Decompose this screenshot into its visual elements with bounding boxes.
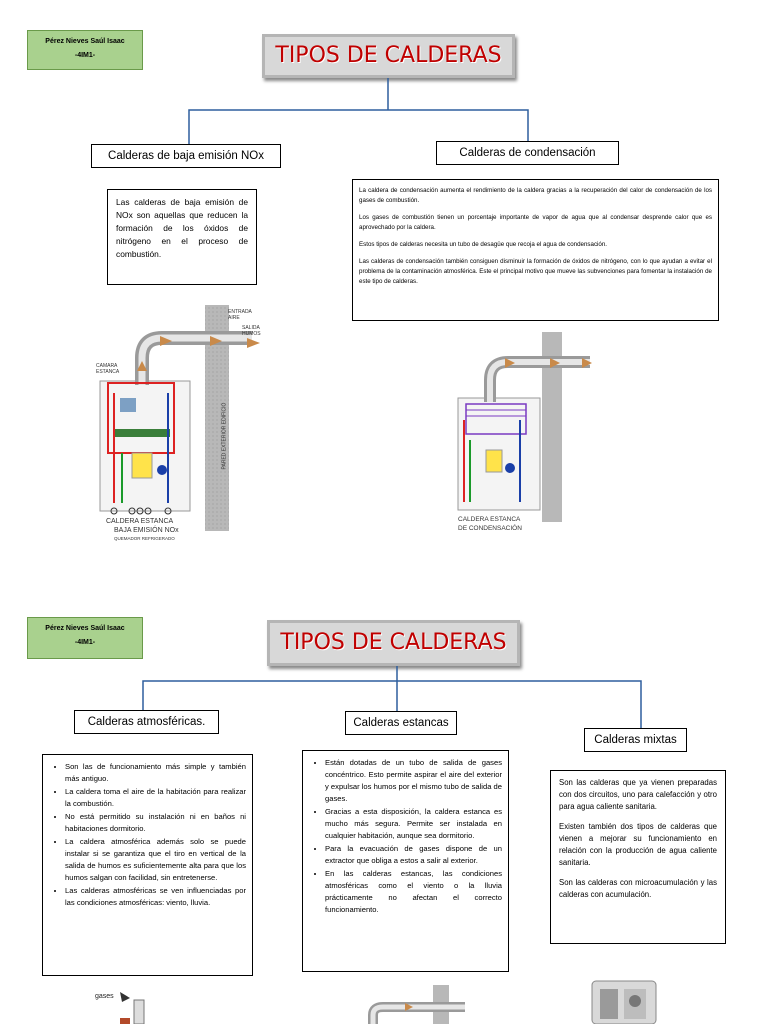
est-item-4: En las calderas estancas, las condicione… [325,868,502,916]
est-item-3: Para la evacuación de gases dispone de u… [325,843,502,867]
mix-p3: Son las calderas con microacumulación y … [559,878,717,899]
diagram-condensacion: CALDERA ESTANCA DE CONDENSACIÓN [440,330,600,540]
author-box-2: Pérez Nieves Saúl Isaac -4IM1- [27,617,143,659]
cond-p4: Las calderas de condensación también con… [359,258,712,285]
text-estancas: Están dotadas de un tubo de salida de ga… [302,750,509,972]
page-title-2: TIPOS DE CALDERAS [267,620,520,666]
text-atmosfericas: Son las de funcionamiento más simple y t… [42,754,253,976]
label-camara-estanca-1: CAMARA ESTANCA [96,363,120,375]
caption-left-3: QUEMADOR REFRIGERADO [114,536,175,541]
caption-right-2: DE CONDENSACIÓN [458,525,522,532]
author-group-2: -4IM1- [74,639,96,646]
text-baja-emision: Las calderas de baja emisión de NOx son … [107,189,257,285]
diagram-mixta-partial [582,975,667,1024]
atm-item-1: Son las de funcionamiento más simple y t… [65,761,246,785]
atm-item-2: La caldera toma el aire de la habitación… [65,786,246,810]
mix-p1: Son las calderas que ya vienen preparada… [559,778,717,811]
label-mixtas: Calderas mixtas [584,728,687,752]
cond-p1: La caldera de condensación aumenta el re… [359,187,712,204]
cond-p3: Estos tipos de calderas necesita un tubo… [359,241,608,248]
caption-left-2: BAJA EMISIÓN NOx [114,527,179,534]
text-mixtas: Son las calderas que ya vienen preparada… [550,770,726,944]
caption-left-1: CALDERA ESTANCA [106,518,174,525]
diagram-estanca-partial [345,985,475,1024]
label-gases: gases [95,993,114,1000]
author-group: -4IM1- [74,52,96,59]
author-box: Pérez Nieves Saúl Isaac -4IM1- [27,30,143,70]
diagram-atmosferica-partial: gases [90,988,170,1024]
label-atmosfericas: Calderas atmosféricas. [74,710,219,734]
atm-item-3: No está permitido su instalación ni en b… [65,811,246,835]
atm-item-5: Las calderas atmosféricas se ven influen… [65,885,246,909]
author-name-2: Pérez Nieves Saúl Isaac [45,625,125,632]
label-estancas: Calderas estancas [345,711,457,735]
author-name: Pérez Nieves Saúl Isaac [45,38,125,45]
label-salida-humos-1: SALIDA HUMOS [242,325,261,337]
est-item-1: Están dotadas de un tubo de salida de ga… [325,757,502,805]
label-baja-emision: Calderas de baja emisión NOx [91,144,281,168]
cond-p2: Los gases de combustión tienen un porcen… [359,214,712,231]
text-baja-emision-content: Las calderas de baja emisión de NOx son … [116,197,248,259]
atm-item-4: La caldera atmosférica además solo se pu… [65,836,246,884]
text-condensacion: La caldera de condensación aumenta el re… [352,179,719,321]
diagram-baja-emision: ENTRADA AIRE SALIDA HUMOS CAMARA ESTANCA… [92,303,270,548]
caption-right-1: CALDERA ESTANCA [458,516,521,523]
mix-p2: Existen también dos tipos de calderas qu… [559,822,717,867]
label-entrada-aire-1: ENTRADA AIRE [228,309,252,321]
label-condensacion: Calderas de condensación [436,141,619,165]
page-title: TIPOS DE CALDERAS [262,34,515,78]
est-item-2: Gracias a esta disposición, la caldera e… [325,806,502,842]
